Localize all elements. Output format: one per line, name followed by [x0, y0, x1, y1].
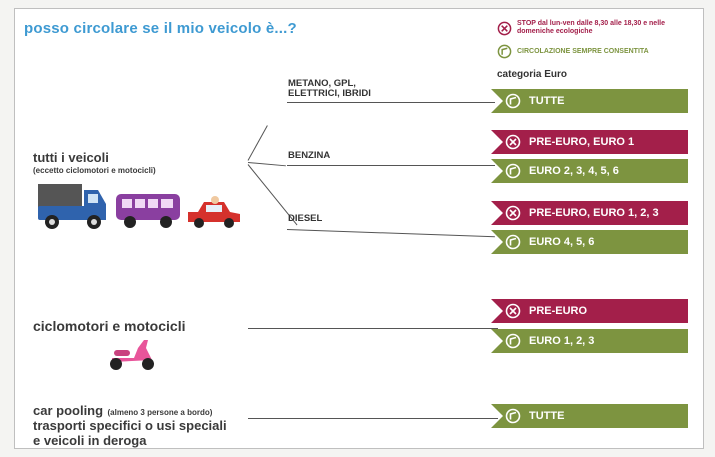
- car-icon: [188, 196, 240, 228]
- stop-icon: [497, 21, 512, 35]
- tag-moped-stop: PRE-EURO: [491, 299, 688, 323]
- allowed-icon: [505, 408, 521, 424]
- page-title: posso circolare se il mio veicolo è...?: [24, 20, 297, 37]
- fuel-methane-line2: ELETTRICI, IBRIDI: [288, 88, 371, 99]
- allowed-icon: [505, 93, 521, 109]
- allowed-icon: [497, 44, 512, 59]
- allowed-icon: [505, 333, 521, 349]
- euro-category-header: categoria Euro: [497, 69, 568, 80]
- tag-petrol-stop-label: PRE-EURO, EURO 1: [529, 136, 635, 148]
- connector-line: [248, 418, 498, 419]
- tag-carpool-all-label: TUTTE: [529, 410, 565, 422]
- tag-diesel-stop: PRE-EURO, EURO 1, 2, 3: [491, 201, 688, 225]
- legend-stop: STOP dal lun-ven dalle 8,30 alle 18,30 e…: [497, 20, 682, 36]
- tag-carpool-all: TUTTE: [491, 404, 688, 428]
- group-carpool: car pooling (almeno 3 persone a bordo): [33, 402, 212, 420]
- stop-icon: [505, 303, 521, 319]
- infographic-frame: [14, 8, 704, 449]
- tag-diesel-stop-label: PRE-EURO, EURO 1, 2, 3: [529, 207, 659, 219]
- group-carpool-line3: e veicoli in deroga: [33, 433, 147, 448]
- group-carpool-note: (almeno 3 persone a bordo): [107, 408, 213, 417]
- tag-methane-all-label: TUTTE: [529, 95, 565, 107]
- legend-allowed: CIRCOLAZIONE SEMPRE CONSENTITA: [497, 44, 649, 59]
- tag-methane-all: TUTTE: [491, 89, 688, 113]
- group-all-vehicles-title: tutti i veicoli: [33, 150, 109, 165]
- tag-diesel-ok-label: EURO 4, 5, 6: [529, 236, 595, 248]
- legend-allowed-text: CIRCOLAZIONE SEMPRE CONSENTITA: [517, 47, 649, 55]
- allowed-icon: [505, 163, 521, 179]
- tag-moped-stop-label: PRE-EURO: [529, 305, 588, 317]
- tag-diesel-ok: EURO 4, 5, 6: [491, 230, 688, 254]
- scooter-icon: [110, 340, 154, 370]
- fuel-methane-line1: METANO, GPL,: [288, 78, 356, 89]
- fuel-petrol-label: BENZINA: [288, 150, 331, 161]
- legend-stop-text: STOP dal lun-ven dalle 8,30 alle 18,30 e…: [517, 20, 665, 35]
- allowed-icon: [505, 234, 521, 250]
- stop-icon: [505, 134, 521, 150]
- truck-icon: [38, 184, 106, 229]
- connector-line: [248, 328, 498, 329]
- tag-petrol-stop: PRE-EURO, EURO 1: [491, 130, 688, 154]
- tag-moped-ok: EURO 1, 2, 3: [491, 329, 688, 353]
- connector-line: [287, 102, 495, 103]
- stop-icon: [505, 205, 521, 221]
- group-carpool-line2: trasporti specifici o usi speciali: [33, 418, 227, 433]
- group-mopeds-title: ciclomotori e motocicli: [33, 318, 186, 334]
- tag-petrol-ok: EURO 2, 3, 4, 5, 6: [491, 159, 688, 183]
- tag-petrol-ok-label: EURO 2, 3, 4, 5, 6: [529, 165, 619, 177]
- group-all-vehicles-subtitle: (eccetto ciclomotori e motocicli): [33, 166, 156, 175]
- fuel-diesel-label: DIESEL: [288, 213, 323, 224]
- tag-moped-ok-label: EURO 1, 2, 3: [529, 335, 595, 347]
- fuel-methane-label: METANO, GPL, ELETTRICI, IBRIDI: [288, 79, 371, 99]
- connector-line: [287, 165, 495, 166]
- bus-icon: [116, 194, 180, 228]
- group-carpool-title: car pooling: [33, 403, 104, 418]
